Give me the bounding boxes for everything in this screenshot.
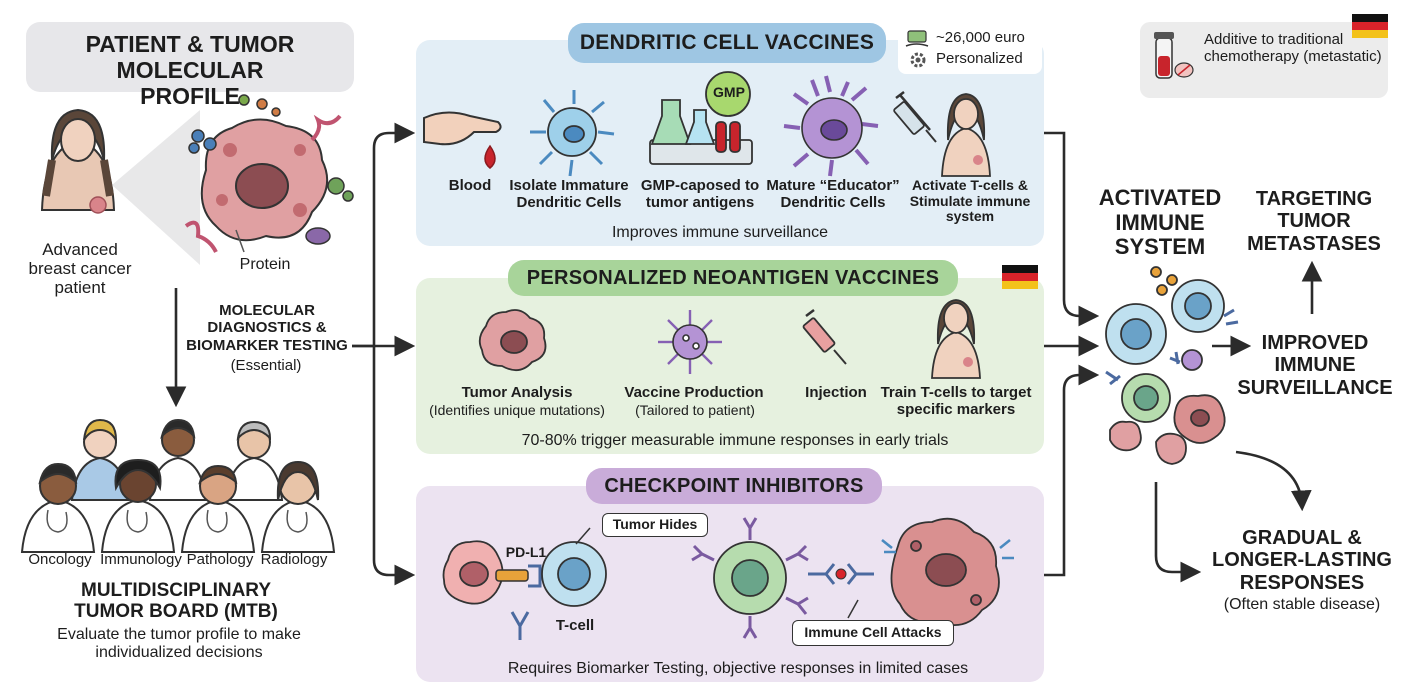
t-cell-icon <box>713 541 787 615</box>
dendritic-step-blood: Blood <box>448 177 492 194</box>
antibody-icon <box>510 611 530 640</box>
neoantigen-title: PERSONALIZED NEOANTIGEN VACCINES <box>508 260 958 296</box>
pdl1-ligand <box>495 569 529 582</box>
dendritic-personalized: Personalized <box>936 50 1023 67</box>
lab-flask-icon <box>649 71 753 165</box>
dendritic-title: DENDRITIC CELL VACCINES <box>568 23 886 63</box>
tumor-icon <box>478 309 547 372</box>
attacks-label: Immune Cell Attacks <box>804 624 942 640</box>
neo-step-tumor-sub: (Identifies unique mutations) <box>429 402 605 418</box>
arrow-check-out <box>1044 364 1100 577</box>
chemo-note-box <box>1140 22 1388 98</box>
checkpoint-title: CHECKPOINT INHIBITORS <box>586 468 882 504</box>
neo-step-vaccine: Vaccine Production <box>624 384 764 401</box>
dendritic-footer: Improves immune surveillance <box>611 224 829 241</box>
tcell-label: T-cell <box>555 617 595 634</box>
attacks-pointer <box>847 599 859 619</box>
dendritic-cell-icon <box>530 90 615 177</box>
tumor-hides-callout <box>602 513 708 537</box>
arrow-dendritic-out <box>1044 131 1100 327</box>
patient-title: PATIENT & TUMOR MOLECULAR PROFILE <box>85 31 295 109</box>
dendritic-step-gmp: GMP-caposed to tumor antigens <box>640 177 760 211</box>
improved-title: IMPROVED IMMUNE SURVEILLANCE <box>1237 332 1393 399</box>
antibody-icon <box>808 563 874 585</box>
tumor-icon <box>442 540 504 605</box>
mature-dendritic-icon <box>783 75 879 177</box>
t-cell-icon <box>541 541 607 607</box>
checkpoint-footer: Requires Biomarker Testing, objective re… <box>507 660 969 677</box>
tumor-icon <box>890 517 1000 626</box>
arrow-to-gradual-curve <box>1235 450 1312 512</box>
dendritic-step-activate: Activate T-cells & Stimulate immune syst… <box>909 177 1031 225</box>
specialty-oncology: Oncology <box>28 551 92 568</box>
neo-footer: 70-80% trigger measurable immune respons… <box>521 432 949 449</box>
syringe-icon <box>893 91 937 143</box>
vaccine-virus-icon <box>658 310 722 374</box>
pd1-receptor <box>528 564 542 588</box>
syringe-icon <box>802 309 847 365</box>
tumor-hides-label: Tumor Hides <box>612 516 698 532</box>
neo-step-injection: Injection <box>805 384 867 401</box>
specialty-radiology: Radiology <box>260 551 328 568</box>
chemo-note-text: Additive to traditional chemotherapy (me… <box>1204 31 1382 65</box>
dendritic-step-isolate: Isolate Immature Dendritic Cells <box>509 177 629 211</box>
patient-label: Advanced breast cancer patient <box>28 240 132 298</box>
attacks-callout <box>792 620 954 646</box>
woman-patient-icon <box>931 299 981 379</box>
arrow-to-checkpoint <box>372 346 416 586</box>
neo-step-tumor: Tumor Analysis <box>461 384 573 401</box>
woman-patient-icon <box>941 93 991 177</box>
dendritic-step-mature: Mature “Educator” Dendritic Cells <box>766 177 900 211</box>
neo-step-train: Train T-cells to target specific markers <box>880 384 1032 418</box>
protein-label: Protein <box>239 256 291 273</box>
hand-blood-icon <box>423 111 502 169</box>
specialty-pathology: Pathology <box>186 551 254 568</box>
gradual-title: GRADUAL & LONGER-LASTING RESPONSES <box>1212 527 1392 594</box>
mtb-title: MULTIDISCIPLINARY TUMOR BOARD (MTB) <box>74 580 278 623</box>
arrow-to-gradual <box>1154 482 1202 583</box>
mtb-description: Evaluate the tumor profile to make indiv… <box>57 626 301 661</box>
tumor-hides-pointer <box>575 527 591 545</box>
diagnostics-note: (Essential) <box>230 357 302 374</box>
diagnostics-label: MOLECULAR DIAGNOSTICS & BIOMARKER TESTIN… <box>186 302 348 354</box>
targeting-title: TARGETING TUMOR METASTASES <box>1247 188 1381 255</box>
arrow-to-dendritic <box>352 122 416 348</box>
gradual-sub: (Often stable disease) <box>1223 596 1381 613</box>
activated-immune-title: ACTIVATED IMMUNE SYSTEM <box>1098 185 1222 260</box>
pdl1-label: PD-L1 <box>505 544 547 560</box>
dendritic-cost: ~26,000 euro <box>936 29 1025 46</box>
specialty-immunology: Immunology <box>100 551 182 568</box>
neo-step-vaccine-sub: (Tailored to patient) <box>635 402 755 418</box>
gmp-badge: GMP <box>713 84 745 100</box>
patient-header-box <box>26 22 354 92</box>
